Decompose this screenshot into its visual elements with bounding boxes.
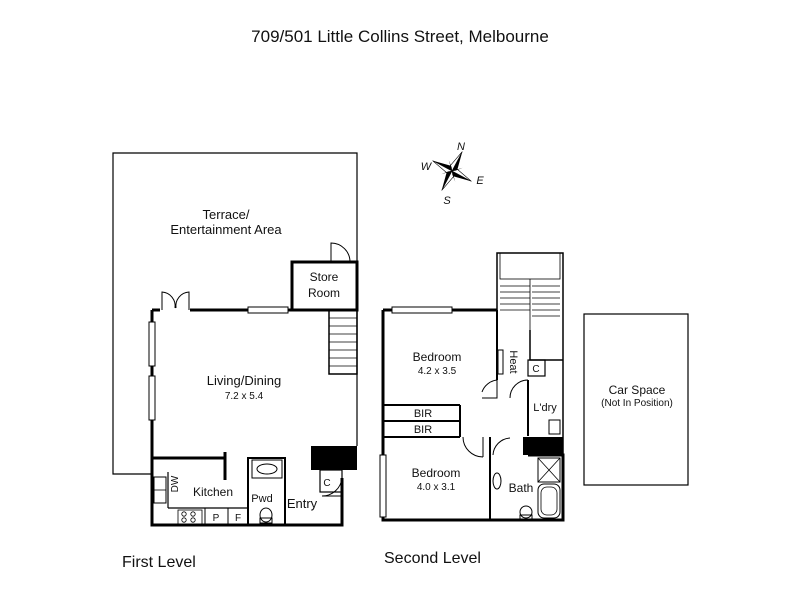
living-window-left-1 — [148, 321, 156, 367]
store-room-label-2: Room — [308, 286, 340, 300]
second-level-outer-wall — [381, 310, 565, 522]
bir-label-2: BIR — [414, 424, 432, 436]
heater — [497, 349, 504, 375]
bathtub — [537, 483, 561, 519]
second-level-label: Second Level — [384, 550, 481, 567]
cupboard-label-1: C — [323, 478, 330, 489]
pantry-label: P — [213, 513, 220, 524]
living-dims: 7.2 x 5.4 — [225, 391, 264, 402]
compass-s: S — [443, 195, 451, 207]
pwd-label: Pwd — [251, 493, 272, 505]
shower — [537, 457, 561, 483]
terrace-label-2: Entertainment Area — [170, 222, 282, 237]
heat-label: Heat — [507, 350, 519, 373]
bath-toilet — [519, 505, 533, 519]
powder-vanity — [251, 459, 283, 479]
living-window — [247, 306, 289, 314]
second-level-plan — [379, 252, 565, 522]
compass-w: W — [421, 161, 433, 173]
stair-treads — [329, 317, 357, 367]
bedroom1-dims: 4.2 x 3.5 — [418, 366, 457, 377]
store-room-wall — [290, 260, 359, 312]
bir-label-1: BIR — [414, 408, 432, 420]
bedroom1-label: Bedroom — [413, 350, 462, 364]
bedroom2-door — [462, 436, 484, 458]
service-duct-2 — [523, 437, 563, 455]
fridge-label: F — [235, 513, 241, 524]
upper-cupboard — [527, 359, 546, 377]
service-duct-1 — [311, 446, 357, 470]
entry-label: Entry — [287, 496, 318, 511]
powder-room-wall — [247, 457, 286, 525]
first-level-label: First Level — [122, 554, 196, 571]
car-space — [583, 313, 689, 486]
terrace-outline — [112, 152, 358, 475]
laundry-label: L'dry — [533, 402, 557, 414]
laundry-tub — [548, 419, 561, 435]
first-level-plan — [112, 152, 359, 527]
cupboard-label-2: C — [532, 364, 539, 375]
living-window-left-2 — [148, 375, 156, 421]
french-door-right — [175, 291, 190, 310]
french-door-left — [161, 291, 176, 310]
dw-label: DW — [170, 475, 181, 492]
bath-label: Bath — [509, 481, 534, 495]
car-space-label: Car Space — [609, 383, 666, 397]
kitchen-label: Kitchen — [193, 485, 233, 499]
living-label: Living/Dining — [207, 373, 281, 388]
bedroom1-window — [391, 306, 453, 314]
compass-e: E — [476, 175, 484, 187]
car-space-note: (Not In Position) — [601, 398, 673, 409]
bedroom2-dims: 4.0 x 3.1 — [417, 482, 456, 493]
bedroom2-label: Bedroom — [412, 466, 461, 480]
bedroom2-window — [379, 454, 387, 518]
terrace-label-1: Terrace/ — [203, 207, 250, 222]
bath-basin — [492, 472, 502, 490]
bedroom1-door — [481, 379, 498, 399]
plan-title: 709/501 Little Collins Street, Melbourne — [251, 27, 549, 46]
store-room-label-1: Store — [310, 270, 339, 284]
compass-n: N — [457, 141, 465, 153]
upper-stair-treads — [500, 279, 560, 330]
powder-toilet — [259, 507, 273, 523]
cooktop — [177, 509, 203, 525]
store-room-door — [330, 242, 351, 263]
